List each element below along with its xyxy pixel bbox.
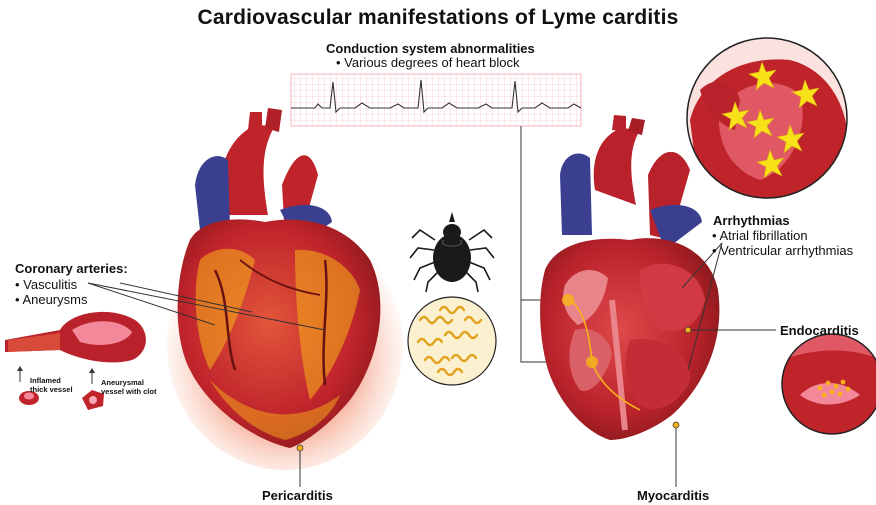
left-heart-illustration	[167, 108, 403, 470]
conduction-bullet: • Various degrees of heart block	[336, 55, 520, 70]
magnified-atrium-inset	[687, 38, 848, 200]
coronary-item-vasculitis: • Vasculitis	[15, 277, 77, 292]
arrhythmias-item-va: • Ventricular arrhythmias	[712, 243, 853, 258]
magnified-valve-inset	[782, 334, 876, 434]
inflamed-vessel-label: Inflamed thick vessel	[30, 376, 80, 394]
aneurysm-vessel-label: Aneurysmal vessel with clot	[101, 378, 163, 396]
arrhythmias-item-af: • Atrial fibrillation	[712, 228, 808, 243]
pericarditis-dot	[297, 445, 303, 451]
endocarditis-label: Endocarditis	[780, 323, 859, 338]
coronary-heading: Coronary arteries:	[15, 261, 128, 276]
spirochete-bacteria-icon	[408, 297, 496, 385]
page-title: Cardiovascular manifestations of Lyme ca…	[0, 6, 876, 30]
tick-icon	[410, 212, 494, 292]
pericarditis-label: Pericarditis	[262, 488, 333, 503]
right-heart-illustration	[540, 115, 719, 440]
coronary-item-aneurysms: • Aneurysms	[15, 292, 87, 307]
arrhythmias-heading: Arrhythmias	[713, 213, 790, 228]
myocarditis-dot	[673, 422, 679, 428]
ecg-strip	[291, 74, 581, 126]
myocarditis-label: Myocarditis	[637, 488, 709, 503]
endocarditis-dot	[685, 327, 691, 333]
conduction-heading: Conduction system abnormalities	[326, 41, 535, 56]
